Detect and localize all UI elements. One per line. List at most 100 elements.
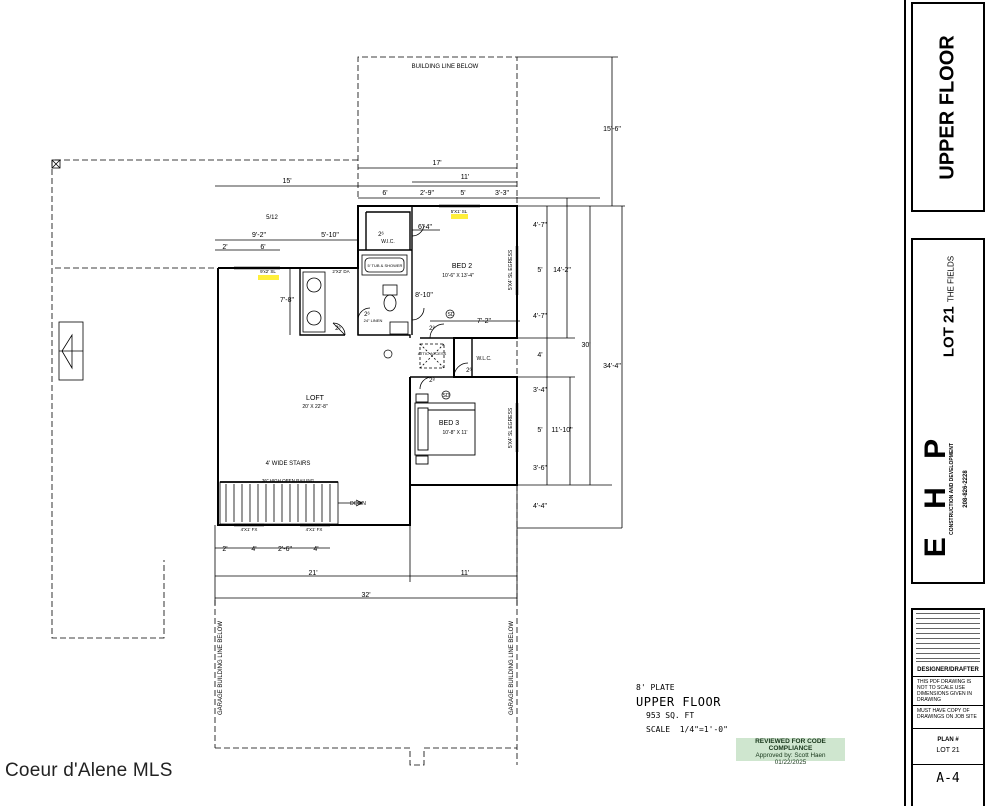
- square-footage: 953 SQ. FT: [646, 711, 695, 720]
- company-subtitle: CONSTRUCTION AND DEVELOPMENT: [949, 443, 955, 535]
- windows: [234, 204, 519, 527]
- lot-label: LOT 21: [940, 306, 958, 358]
- stamp-approver: Approved by: Scott Haen: [755, 752, 826, 759]
- dim-label: 4': [251, 546, 256, 553]
- room-size-loft: 20' X 22'-8": [302, 404, 328, 410]
- stamp-title: REVIEWED FOR CODE COMPLIANCE: [755, 738, 826, 752]
- stairs: [219, 481, 363, 525]
- dim-label: 21': [308, 570, 317, 577]
- dim-label: 17': [432, 160, 441, 167]
- dim-label: 32': [361, 592, 370, 599]
- window-tag: 4'X1' FX: [306, 527, 323, 532]
- dim-label: 2': [222, 546, 227, 553]
- copy-note: MUST HAVE COPY OF DRAWINGS ON JOB SITE: [913, 706, 983, 729]
- dim-label: 6': [382, 190, 387, 197]
- plan-number-label: PLAN #: [937, 737, 959, 743]
- room-label-wlc: W.L.C.: [476, 356, 491, 362]
- sheet-title: UPPER FLOOR: [936, 35, 959, 180]
- dim-label: 2': [222, 244, 227, 251]
- linen-label: 24" LINEN: [364, 318, 383, 323]
- dim-label: 5': [460, 190, 465, 197]
- door-tag: 2⁸: [429, 325, 435, 332]
- company-phone: 208-826-2228: [963, 470, 969, 508]
- dim-label: 11'-10": [551, 427, 573, 434]
- dim-label: 15'-6": [603, 126, 621, 133]
- corner-marker: [51, 159, 61, 169]
- window-tag: 9'x2' SL: [260, 269, 276, 274]
- dim-label: 15': [282, 178, 291, 185]
- room-label-bed3: BED 3: [439, 420, 459, 427]
- project-box: LOT 21 THE FIELDS E H P CONSTRUCTION AND…: [911, 238, 985, 584]
- dim-label: 4'-7": [533, 222, 547, 229]
- dim-label: 11': [461, 174, 470, 181]
- drawing-scale: SCALE 1/4"=1'-0": [646, 725, 728, 734]
- window-tag-egress: 5'X4' SL EGRESS: [508, 407, 514, 448]
- sheet-number: A-4: [913, 764, 983, 786]
- dim-label: 7'-8": [280, 297, 294, 304]
- bathroom-fixtures: [302, 254, 445, 369]
- dim-label: 2'-6": [278, 546, 292, 553]
- dim-label: 14'-2": [553, 267, 571, 274]
- plan-number: LOT 21: [936, 747, 960, 754]
- dim-label: 3'-4": [533, 387, 547, 394]
- title-block: UPPER FLOOR LOT 21 THE FIELDS E H P CONS…: [904, 0, 992, 806]
- building-line-below: [51, 56, 518, 766]
- dim-label: 4'-4": [533, 503, 547, 510]
- interior-walls: [299, 206, 473, 378]
- dim-label: 3'-6": [533, 465, 547, 472]
- dim-label: 5': [537, 267, 542, 274]
- plan-info-block: 8' PLATE UPPER FLOOR 953 SQ. FT SCALE 1/…: [636, 681, 728, 737]
- window-tag: 4'X1' FX: [241, 527, 258, 532]
- dim-label: 5': [537, 427, 542, 434]
- garage-line-label: GARAGE BUILDING LINE BELOW: [218, 621, 224, 715]
- building-line-label: BUILDING LINE BELOW: [412, 64, 479, 70]
- dim-label: 4': [313, 546, 318, 553]
- roof-pitch: 5/12: [266, 215, 278, 221]
- smoke-detector-circles: [383, 309, 455, 400]
- roof-element: [58, 321, 84, 381]
- lot-number: LOT 21 THE FIELDS: [941, 247, 958, 367]
- stairs-direction: DOWN: [350, 501, 366, 507]
- room-label-wic: W.I.C.: [381, 239, 395, 245]
- designer-label: DESIGNER/DRAFTER: [913, 665, 983, 677]
- dim-label: 11': [461, 570, 470, 577]
- dim-label: 9'-2": [252, 232, 266, 239]
- dim-label: 8'-10": [415, 292, 433, 299]
- dim-label: 30': [581, 342, 590, 349]
- room-label-loft: LOFT: [306, 395, 325, 402]
- dim-label: 4': [537, 352, 542, 359]
- mls-watermark: Coeur d'Alene MLS: [5, 760, 173, 781]
- room-label-bed2: BED 2: [452, 263, 472, 270]
- stairs-label: 4' WIDE STAIRS: [266, 461, 311, 467]
- dim-label: 6'-4": [418, 224, 432, 231]
- dim-label: 2'-9": [420, 190, 434, 197]
- fine-print-notes: [916, 613, 980, 662]
- dim-label: 4'-7": [533, 313, 547, 320]
- room-size-bed3: 10'-8" X 11': [443, 430, 468, 436]
- door-tag: 2⁶: [378, 231, 384, 238]
- attic-access-label: ATTIC ACCESS: [418, 351, 447, 356]
- tub-label: 5' TUB & SHOWER: [368, 263, 403, 268]
- floor-plan-drawing: BUILDING LINE BELOW 15'-6" 17' 11' 15' 6…: [51, 56, 625, 766]
- bed-furniture: [414, 393, 476, 465]
- sheet-info-box: DESIGNER/DRAFTER THIS PDF DRAWING IS NOT…: [911, 608, 985, 806]
- dim-label: 7'-2": [477, 318, 491, 325]
- window-tag: 5'X1' SL: [451, 209, 468, 214]
- garage-line-label: GARAGE BUILDING LINE BELOW: [509, 621, 515, 715]
- door-swings: [332, 223, 469, 390]
- code-compliance-stamp: REVIEWED FOR CODE COMPLIANCE Approved by…: [736, 738, 845, 766]
- company-logo: E H P: [919, 428, 952, 558]
- dim-label: 5'-10": [321, 232, 339, 239]
- dimension-lines: [214, 56, 625, 605]
- plate-height: 8' PLATE: [636, 683, 675, 692]
- room-size-bed2: 10'-6" X 13'-4": [442, 273, 474, 279]
- railing-label: 36" HIGH OPEN RAILING: [262, 478, 315, 483]
- door-tag: 2⁸: [429, 377, 435, 384]
- window-tag: 2'X2' DA: [332, 269, 349, 274]
- dim-label: 3'-3": [495, 190, 509, 197]
- stamp-date: 01/22/2025: [774, 759, 807, 766]
- floor-name: UPPER FLOOR: [636, 695, 721, 709]
- subdivision-name: THE FIELDS: [946, 255, 956, 303]
- smoke-detector-tag: SD: [443, 393, 450, 399]
- window-highlights: [258, 214, 468, 280]
